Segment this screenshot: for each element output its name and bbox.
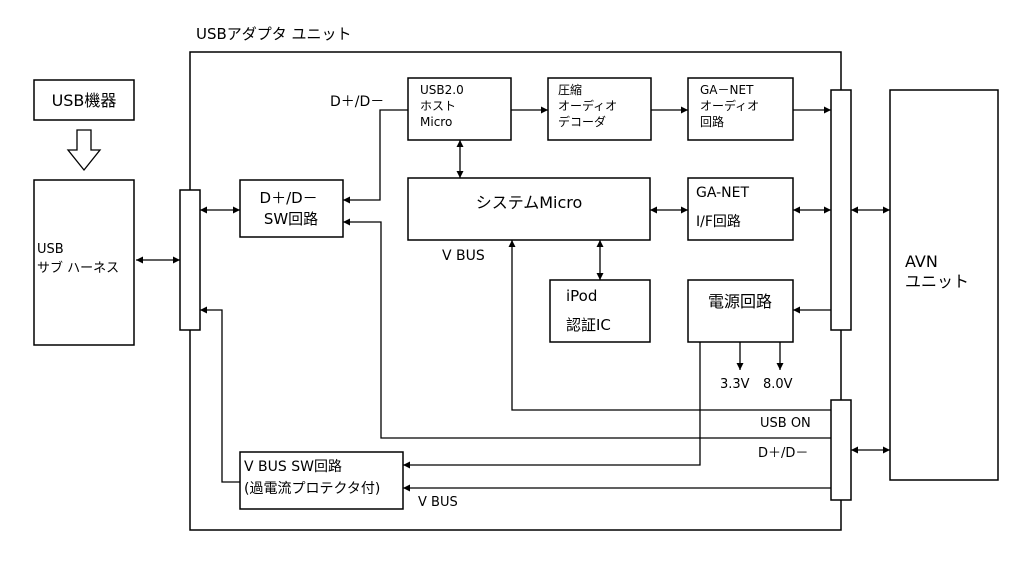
system-micro-box — [407, 177, 651, 241]
usb-host-micro-label: USB2.0 ホスト Micro — [420, 83, 468, 129]
avn-unit-box — [889, 89, 999, 481]
hollow-down-arrow-icon — [66, 129, 102, 172]
vbus-sw-circuit-label: V BUS SW回路 (過電流プロテクタ付) — [244, 459, 380, 497]
ganet-if-box — [687, 177, 794, 241]
power-circuit-box — [687, 279, 794, 343]
audio-decoder-label: 圧縮 オーディオ デコーダ — [558, 82, 621, 129]
wire-dd-sw-usb-host — [343, 109, 408, 204]
audio-decoder-box — [547, 77, 652, 141]
usb-device-label: USB機器 — [52, 91, 117, 110]
vbus-mid-label: V BUS — [442, 248, 485, 264]
wire-dd-bottom-return — [343, 218, 831, 439]
usb-sub-harness-box — [33, 179, 135, 346]
usb-device-box — [33, 79, 135, 121]
v80-label: 8.0V — [763, 377, 793, 392]
right-connector-bar-bottom — [830, 399, 852, 501]
dd-sw-circuit-box — [239, 179, 344, 238]
right-connector-bar-top — [830, 89, 852, 331]
ganet-audio-label: GA－NET オーディオ 回路 — [700, 83, 763, 129]
vbus-sw-circuit-box — [239, 451, 404, 510]
wire-power-vbus-system-micro — [508, 240, 831, 411]
left-connector-bar — [179, 189, 201, 331]
wire-vbus-sw-left-bar — [200, 306, 240, 483]
usb-adapter-unit-label: USBアダプタ ユニット — [196, 25, 352, 43]
usb-host-micro-box — [407, 77, 512, 141]
dd-sw-circuit-label: D＋/D－ SW回路 — [260, 189, 323, 228]
v33-label: 3.3V — [720, 377, 750, 392]
dd-bottom-label: D＋/D－ — [758, 446, 808, 461]
power-circuit-label: 電源回路 — [708, 292, 772, 311]
system-micro-label: システムMicro — [476, 193, 583, 212]
wire-power-vbus-sw — [403, 342, 701, 469]
ganet-audio-box — [687, 77, 794, 141]
usb-sub-harness-label: USB サブ ハーネス — [37, 242, 119, 276]
ipod-auth-ic-label: iPod 認証IC — [566, 287, 611, 334]
usb-on-label: USB ON — [760, 416, 811, 431]
avn-unit-label: AVN ユニット — [905, 252, 969, 291]
dd-top-label: D＋/D－ — [330, 94, 384, 110]
ganet-if-label: GA-NET I/F回路 — [696, 185, 754, 230]
vbus-bottom-label: V BUS — [418, 495, 458, 510]
